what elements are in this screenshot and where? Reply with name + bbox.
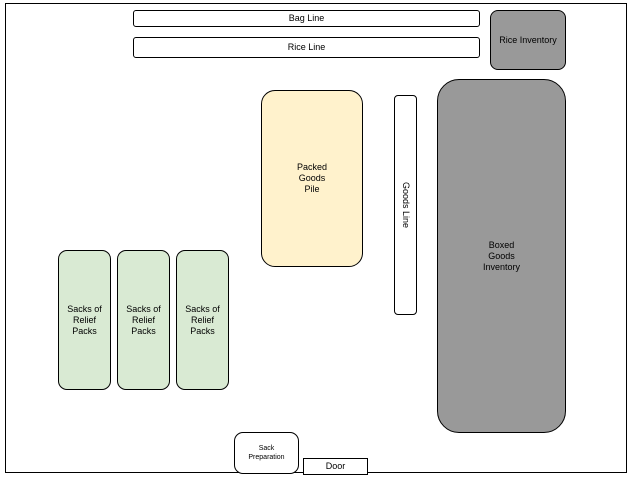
sacks-of-relief-packs: Sacks of Relief Packs xyxy=(58,250,111,390)
sack-preparation-area: Sack Preparation xyxy=(234,432,299,474)
bag-line: Bag Line xyxy=(133,10,480,27)
rice-inventory: Rice Inventory xyxy=(490,10,566,70)
sacks-of-relief-packs: Sacks of Relief Packs xyxy=(117,250,170,390)
goods-line: Goods Line xyxy=(394,95,417,315)
packed-goods-pile: Packed Goods Pile xyxy=(261,90,363,267)
sacks-of-relief-packs: Sacks of Relief Packs xyxy=(176,250,229,390)
boxed-goods-inventory: Boxed Goods Inventory xyxy=(437,79,566,433)
rice-line: Rice Line xyxy=(133,37,480,58)
door: Door xyxy=(303,458,368,475)
